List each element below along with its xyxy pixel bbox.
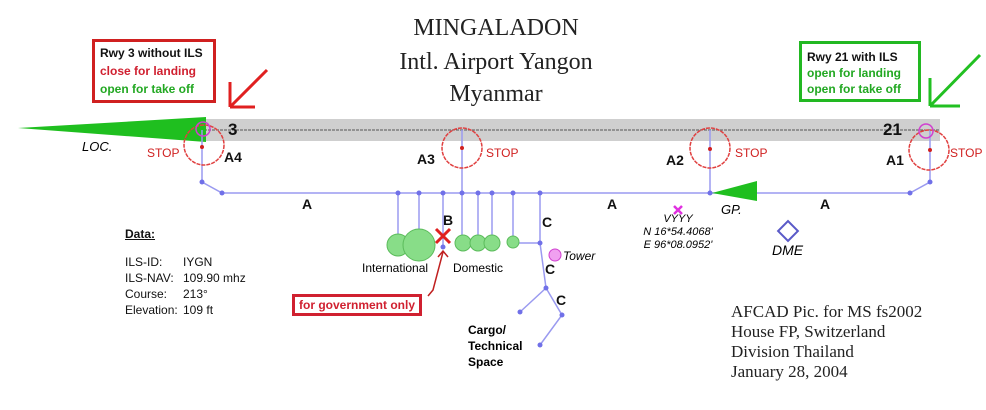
airport-reference: VYYY N 16*54.4068' E 96*08.0952' [636, 213, 720, 252]
closed-x-icon [434, 227, 452, 245]
credits-line-2: House FP, Switzerland [731, 322, 886, 341]
rwy3-landing-status: close for landing [100, 64, 197, 78]
taxiway-b-label: B [443, 212, 454, 228]
arrow-rwy21-icon [928, 53, 982, 108]
dme-icon [776, 219, 800, 243]
credits-line-4: January 28, 2004 [731, 362, 848, 381]
credits: AFCAD Pic. for MS fs2002 House FP, Switz… [731, 302, 922, 382]
taxiway-a2-label: A2 [666, 152, 684, 168]
data-panel: Data: ILS-ID: IYGN ILS-NAV: 109.90 mhz Cou… [125, 226, 246, 318]
runway-end-3: 3 [228, 120, 238, 139]
taxiway-c-label-1: C [542, 214, 553, 230]
airport-latitude: N 16*54.4068' [643, 226, 713, 238]
data-value: 213° [183, 287, 208, 301]
data-heading: Data: [125, 227, 156, 241]
title-line-1: MINGALADON [413, 15, 579, 41]
rwy3-status-box: Rwy 3 without ILS close for landing open… [92, 39, 216, 103]
tower-icon [548, 248, 562, 262]
rwy3-takeoff-status: open for take off [100, 82, 195, 96]
data-row: ILS-ID: IYGN [125, 254, 246, 270]
loc-label: LOC. [82, 139, 113, 154]
airport-icao: VYYY [663, 213, 693, 225]
international-label: International [362, 261, 429, 275]
data-row: Course: 213° [125, 286, 246, 302]
data-row: Elevation: 109 ft [125, 302, 246, 318]
cargo-label: Cargo/ Technical Space [468, 322, 522, 370]
data-key: ILS-NAV: [125, 271, 174, 285]
hold-short-circles [183, 124, 950, 171]
taxiway-a-label-1: A [302, 196, 313, 212]
runway-end-21: 21 [883, 120, 902, 139]
taxiway-c-label-2: C [545, 261, 556, 277]
rwy21-takeoff-status: open for take off [807, 82, 902, 96]
taxiway-a-label-2: A [607, 196, 618, 212]
airport-reference-icon [673, 205, 683, 215]
gp-label: GP. [721, 202, 742, 217]
rwy21-status-box: Rwy 21 with ILS open for landing open fo… [799, 41, 921, 102]
data-row: ILS-NAV: 109.90 mhz [125, 270, 246, 286]
rwy21-landing-status: open for landing [807, 66, 901, 80]
data-key: Elevation: [125, 303, 178, 317]
cargo-label-line-3: Space [468, 355, 504, 369]
taxi-nodes [199, 179, 933, 348]
credits-line-1: AFCAD Pic. for MS fs2002 [731, 302, 923, 321]
gate-stands [386, 228, 520, 262]
credits-line-3: Division Thailand [731, 342, 854, 361]
data-value: IYGN [183, 255, 213, 269]
title-line-2: Intl. Airport Yangon [399, 49, 593, 75]
rwy21-heading: Rwy 21 with ILS [807, 50, 898, 64]
localizer-beam [18, 117, 206, 142]
title-line-3: Myanmar [449, 81, 543, 107]
stop-label-a2: STOP [735, 146, 768, 160]
cargo-label-line-1: Cargo/ [468, 323, 507, 337]
cargo-label-line-2: Technical [468, 339, 523, 353]
dme-label: DME [772, 242, 804, 258]
arrow-rwy3-icon [228, 68, 269, 109]
stop-label-a3: STOP [486, 146, 519, 160]
taxiway-a3-label: A3 [417, 151, 435, 167]
runway-end-markers [195, 121, 934, 139]
taxiway-a-label-3: A [820, 196, 831, 212]
domestic-label: Domestic [453, 261, 504, 275]
stop-label-a4: STOP [147, 146, 180, 160]
data-value: 109.90 mhz [183, 271, 246, 285]
glidepath-marker [712, 181, 757, 201]
rwy3-heading: Rwy 3 without ILS [100, 46, 203, 60]
data-key: Course: [125, 287, 168, 301]
airport-longitude: E 96*08.0952' [643, 239, 713, 251]
government-only-box: for government only [292, 294, 423, 316]
stop-label-a1: STOP [950, 146, 983, 160]
taxiway-c-label-3: C [556, 292, 567, 308]
data-value: 109 ft [183, 303, 214, 317]
taxiway-a4-label: A4 [224, 149, 242, 165]
pointer-arrow [427, 249, 449, 297]
tower-label: Tower [563, 249, 596, 263]
taxiway-a1-label: A1 [886, 152, 904, 168]
data-key: ILS-ID: [125, 255, 163, 269]
